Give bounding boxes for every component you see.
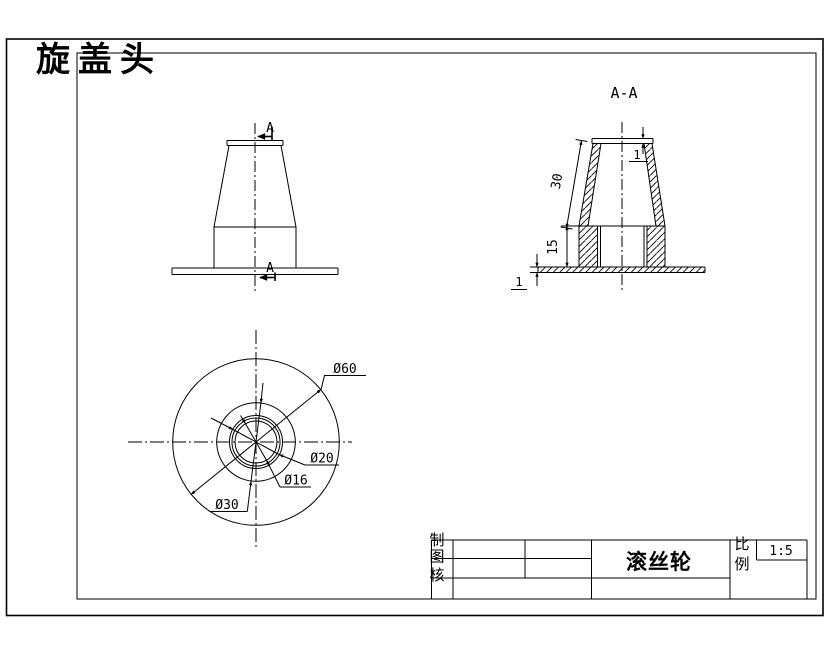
section-label: A-A bbox=[610, 84, 637, 102]
dim-cyl-15: 15 bbox=[546, 225, 580, 268]
scale-label-char-2: 例 bbox=[734, 555, 749, 573]
titleblock-row-label-2: 图 bbox=[429, 548, 444, 566]
cone-wall-left-hatch bbox=[579, 143, 601, 226]
dim-dia-60-text: Ø60 bbox=[333, 362, 356, 377]
section-letter-top: A bbox=[266, 121, 274, 136]
cone-wall-right-hatch bbox=[644, 143, 665, 226]
scale-label-char-1: 比 bbox=[734, 535, 749, 553]
cyl-wall-right-hatch bbox=[647, 226, 665, 267]
dim-cap-1: 1 bbox=[629, 127, 648, 162]
dim-dia-16-text: Ø16 bbox=[284, 474, 307, 489]
plate-hatch bbox=[538, 267, 705, 273]
title-block: 制 图 核 滚丝轮 比 例 1:5 bbox=[429, 531, 808, 600]
page-title: 旋盖头 bbox=[36, 40, 162, 80]
dim-cap-1-text: 1 bbox=[633, 148, 640, 162]
titleblock-row-label-1: 制 bbox=[429, 531, 444, 549]
section-letter-bottom: A bbox=[266, 261, 274, 276]
dim-plate-1: 1 bbox=[511, 254, 543, 290]
dim-dia-30-text: Ø30 bbox=[215, 498, 238, 513]
section-cut-marker-top: A bbox=[257, 121, 274, 141]
top-view: Ø60 Ø30 Ø20 Ø16 bbox=[128, 330, 366, 548]
front-view: A A bbox=[171, 121, 339, 293]
scale-value: 1:5 bbox=[769, 544, 792, 559]
section-view: A-A 30 15 bbox=[511, 84, 706, 290]
titleblock-row-label-3: 核 bbox=[429, 566, 444, 584]
dim-15-text: 15 bbox=[546, 239, 561, 255]
dim-plate-1-text: 1 bbox=[515, 275, 522, 289]
part-name: 滚丝轮 bbox=[626, 550, 692, 574]
dim-dia-20-text: Ø20 bbox=[310, 452, 333, 467]
inner-border bbox=[76, 52, 817, 600]
circle-d60 bbox=[172, 358, 340, 526]
section-cut-marker-bottom: A bbox=[259, 261, 276, 281]
outer-border bbox=[5, 38, 824, 617]
cyl-wall-left-hatch bbox=[579, 226, 598, 267]
dim-dia-16: Ø16 bbox=[240, 415, 311, 489]
dim-dia-20: Ø20 bbox=[210, 417, 339, 467]
dim-30-text: 30 bbox=[549, 172, 566, 190]
